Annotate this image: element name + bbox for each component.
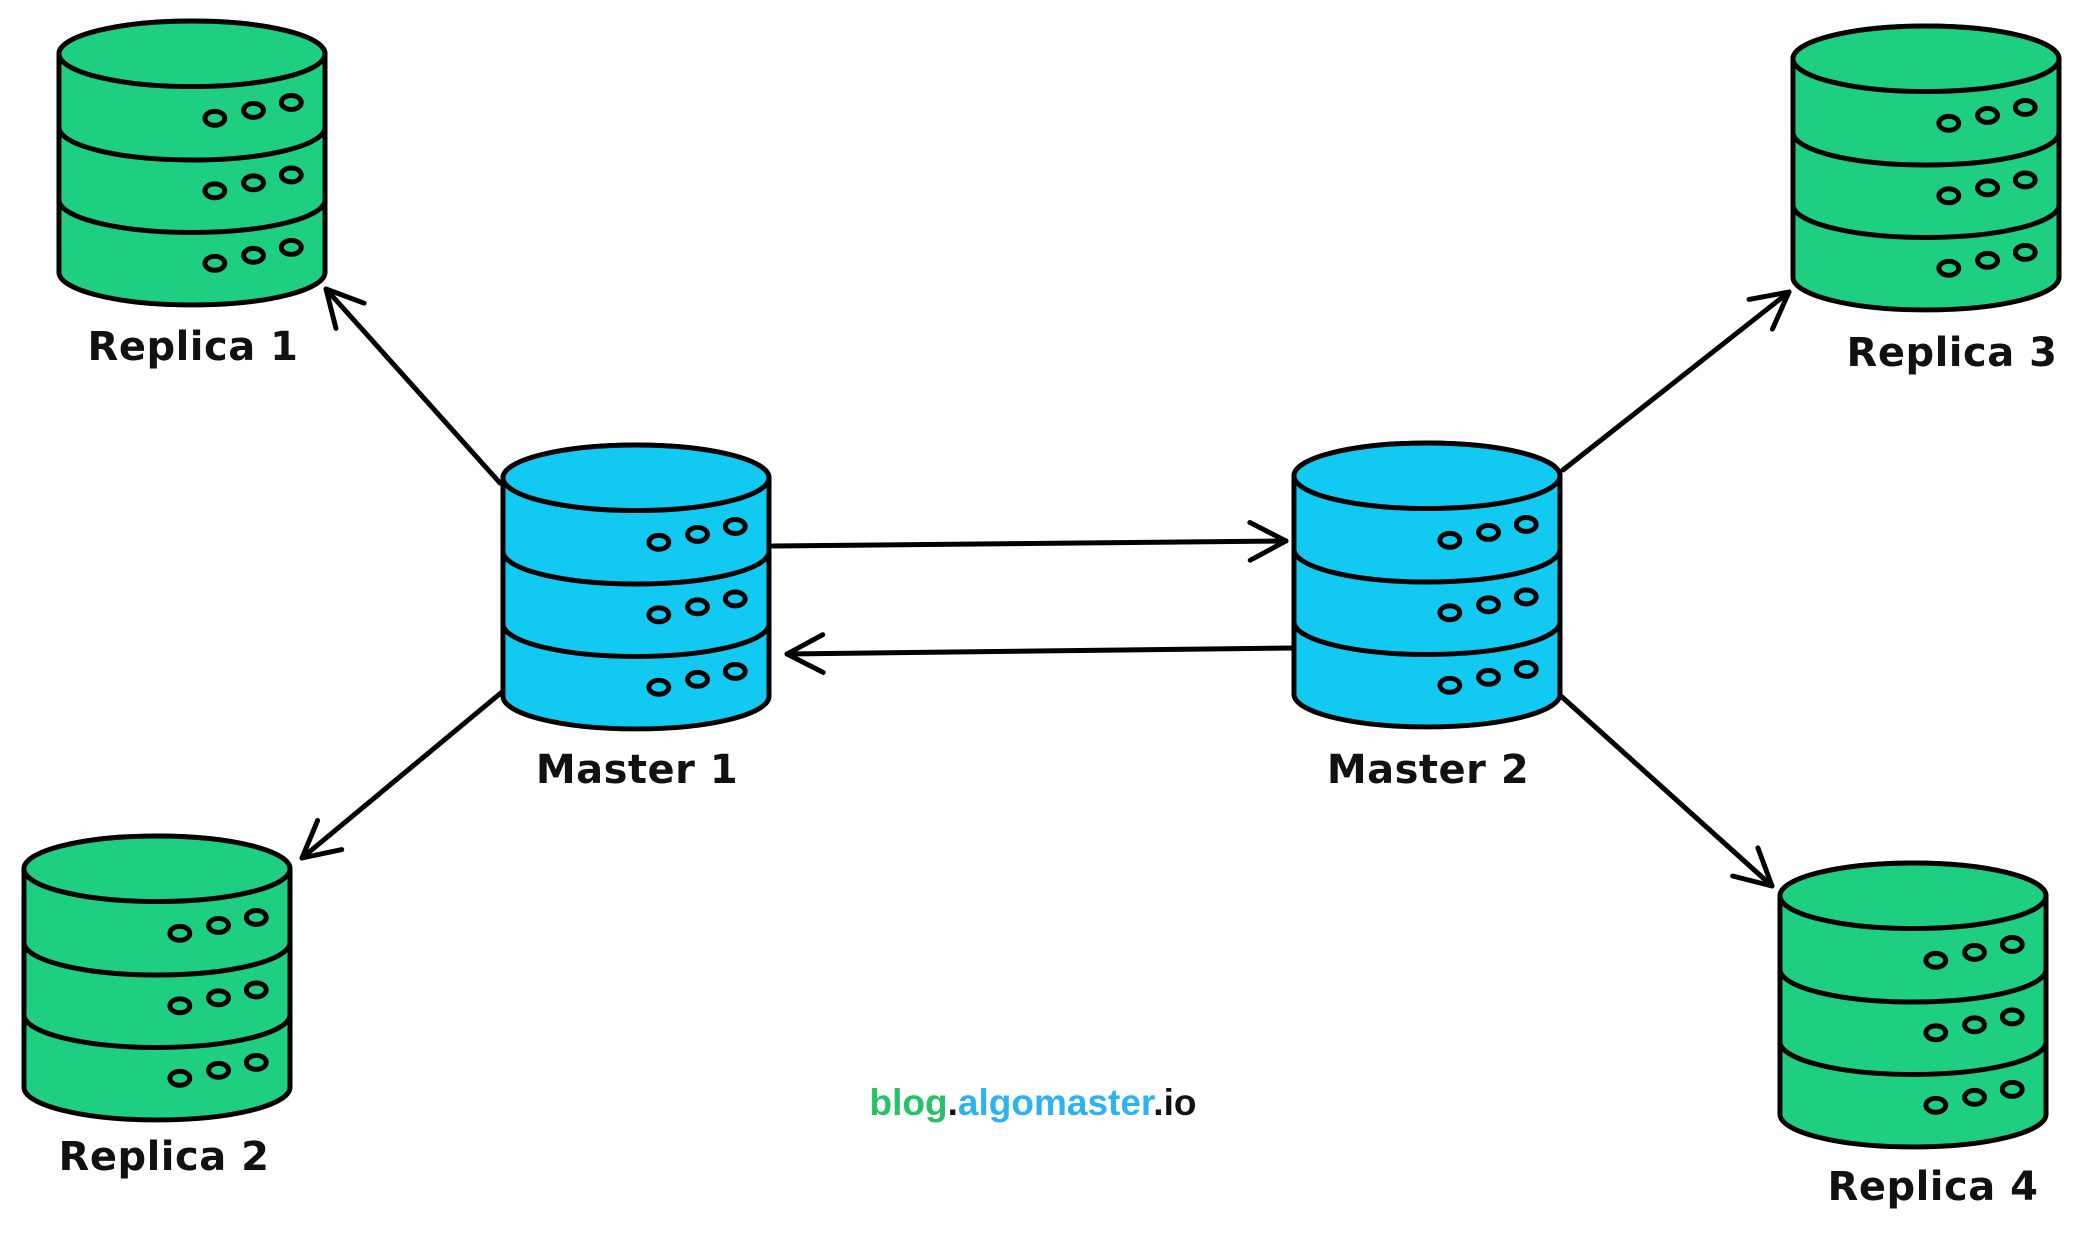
node-label-replica3: Replica 3: [1846, 330, 2058, 376]
database-icon-replica1: [56, 18, 328, 308]
footer-branding: blog.algomaster.io: [870, 1082, 1197, 1124]
footer-tld-text: io: [1163, 1082, 1197, 1123]
node-label-master2: Master 2: [1326, 747, 1530, 793]
footer-dot1: .: [947, 1082, 958, 1123]
node-label-replica1: Replica 1: [87, 324, 299, 370]
database-icon-replica2: [21, 833, 293, 1123]
arrow-master1-to-master2: [770, 519, 1289, 563]
footer-dot2: .: [1153, 1082, 1164, 1123]
footer-site-text: algomaster: [957, 1082, 1154, 1123]
arrow-master2-to-replica4: [1559, 694, 1775, 889]
database-icon-replica3: [1790, 23, 2062, 313]
arrow-master2-to-master1: [784, 632, 1295, 675]
database-icon-master1: [500, 442, 772, 732]
arrow-master2-to-replica3: [1560, 289, 1792, 473]
node-label-master1: Master 1: [535, 747, 739, 793]
footer-blog-text: blog: [869, 1082, 948, 1123]
database-icon-master2: [1291, 440, 1563, 730]
node-label-replica2: Replica 2: [58, 1134, 270, 1180]
database-icon-replica4: [1777, 860, 2049, 1150]
arrow-master1-to-replica2: [299, 689, 505, 861]
arrow-master1-to-replica1: [323, 286, 503, 486]
node-label-replica4: Replica 4: [1827, 1164, 2039, 1210]
